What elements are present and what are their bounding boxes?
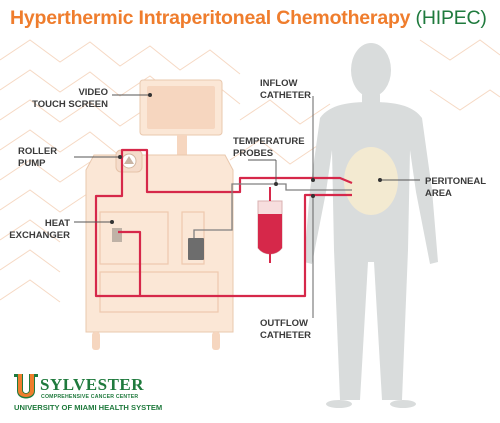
hipec-machine bbox=[85, 79, 234, 350]
chemotherapy-bag bbox=[257, 187, 283, 263]
label-roller-pump: ROLLER PUMP bbox=[18, 146, 57, 170]
label-temperature-probes-line-1: TEMPERATURE bbox=[233, 136, 305, 147]
label-roller-pump-line-1: ROLLER bbox=[18, 146, 58, 157]
touch-screen-display bbox=[147, 86, 215, 129]
label-temperature-probes-line-2: PROBES bbox=[233, 148, 274, 159]
label-inflow-catheter: INFLOW CATHETER bbox=[260, 78, 311, 102]
logo-institution: UNIVERSITY OF MIAMI HEALTH SYSTEM bbox=[14, 403, 163, 412]
label-video-touch-screen-line-2: TOUCH SCREEN bbox=[32, 99, 108, 110]
lower-panel bbox=[99, 271, 219, 313]
label-inflow-catheter-line-1: INFLOW bbox=[260, 78, 298, 89]
label-heat-exchanger-line-1: HEAT bbox=[44, 218, 70, 229]
sylvester-logo: SYLVESTER COMPREHENSIVE CANCER CENTER UN… bbox=[14, 372, 244, 418]
label-outflow-catheter-line-1: OUTFLOW bbox=[260, 318, 309, 329]
human-body-silhouette bbox=[304, 43, 438, 408]
label-outflow-catheter: OUTFLOW CATHETER bbox=[260, 318, 311, 342]
temperature-probe-wire bbox=[193, 183, 352, 238]
title-abbr: (HIPEC) bbox=[415, 7, 487, 29]
machine-foot-right bbox=[212, 332, 220, 350]
heat-exchanger-panel bbox=[99, 211, 169, 265]
leader-lines bbox=[74, 94, 420, 318]
university-u-logo-icon bbox=[14, 374, 38, 399]
label-heat-exchanger-line-2: EXCHANGER bbox=[9, 230, 70, 241]
label-outflow-catheter-line-2: CATHETER bbox=[260, 330, 312, 341]
machine-foot-left bbox=[92, 332, 100, 350]
label-peritoneal-area-line-2: AREA bbox=[425, 188, 452, 199]
red-tubing bbox=[94, 148, 353, 298]
front-panel-right bbox=[181, 211, 205, 265]
peritoneal-area-shape bbox=[344, 147, 398, 215]
screen-stand bbox=[177, 135, 187, 155]
label-video-touch-screen-line-1: VIDEO bbox=[78, 87, 108, 98]
label-roller-pump-line-2: PUMP bbox=[18, 158, 46, 169]
label-temperature-probes: TEMPERATURE PROBES bbox=[233, 136, 305, 160]
label-peritoneal-area-line-1: PERITONEAL bbox=[425, 176, 487, 187]
label-heat-exchanger: HEAT EXCHANGER bbox=[0, 218, 70, 242]
leader-dots bbox=[110, 93, 382, 224]
heat-exchanger-connector bbox=[112, 228, 122, 242]
label-peritoneal-area: PERITONEAL AREA bbox=[425, 176, 486, 200]
logo-brand-subtitle: COMPREHENSIVE CANCER CENTER bbox=[41, 394, 139, 400]
logo-brand-name: SYLVESTER bbox=[40, 375, 145, 394]
label-video-touch-screen: VIDEO TOUCH SCREEN bbox=[30, 87, 108, 111]
temperature-monitor bbox=[188, 238, 204, 260]
page-title: Hyperthermic Intraperitoneal Chemotherap… bbox=[10, 7, 487, 30]
machine-cabinet bbox=[85, 154, 234, 333]
roller-pump-arrow bbox=[124, 156, 134, 164]
label-inflow-catheter-line-2: CATHETER bbox=[260, 90, 312, 101]
title-main: Hyperthermic Intraperitoneal Chemotherap… bbox=[10, 7, 411, 29]
